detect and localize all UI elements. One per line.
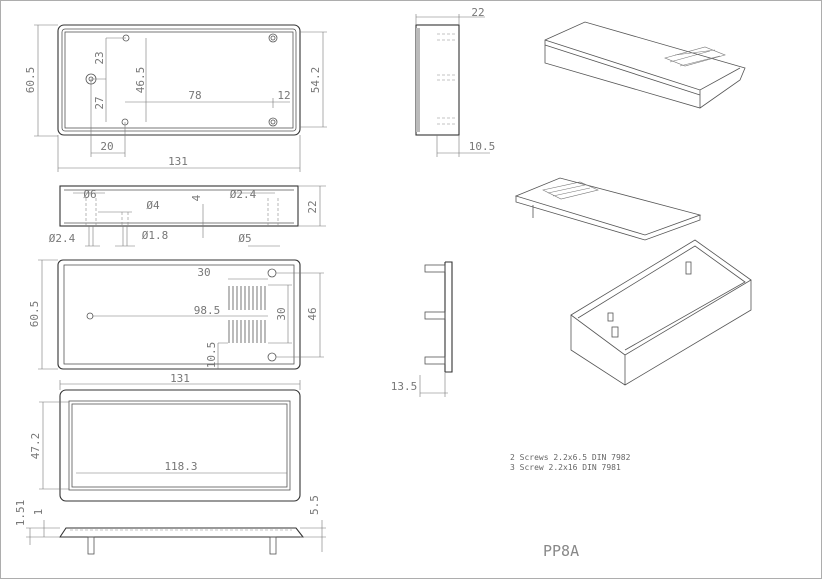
vent-slots [228,286,266,343]
dim-d6: Ø6 [83,188,96,201]
dim-d2-4: Ø2.4 [49,232,76,245]
dim-5-5: 5.5 [308,495,321,515]
dim-height: 60.5 [28,301,41,328]
dim-78: 78 [188,89,201,102]
dim-23: 23 [93,51,106,64]
dim-width: 131 [168,155,188,168]
dim-27: 27 [93,96,106,109]
dim-inner-height: 54.2 [309,67,322,94]
dim-height: 22 [306,200,319,213]
dim-inner-width: 118.3 [164,460,197,473]
dim-inner-height: 47.2 [29,433,42,460]
dim-1-51: 1.51 [14,500,27,527]
screw-note: 2 Screws 2.2x6.5 DIN 7982 [510,453,631,462]
dim-vent-height: 30 [275,307,288,320]
dim-d5: Ø5 [238,232,251,245]
dim-1: 1 [32,509,45,516]
dim-12: 12 [277,89,290,102]
dim-13-5: 13.5 [391,380,418,393]
dim-10-5: 10.5 [205,342,218,369]
dim-98-5: 98.5 [194,304,221,317]
dim-46: 46 [306,307,319,320]
dim-depth: 22 [471,6,484,19]
isometric-base [570,239,752,386]
isometric-lid [514,177,702,241]
front-view: 131 47.2 118.3 [29,372,301,502]
drawing-title: PP8A [543,542,579,560]
dim-width: 131 [170,372,190,385]
screw-hole-icon [85,33,278,127]
top-view: 60.5 54.2 131 20 23 27 46.5 78 12 [24,24,327,172]
lid-side-view: 1.51 1 5.5 [14,495,326,555]
dim-d2-4: Ø2.4 [230,188,257,201]
dim-d4: Ø4 [146,199,160,212]
dim-46-5: 46.5 [134,67,147,94]
dim-10-5: 10.5 [469,140,496,153]
isometric-closed-enclosure [544,21,746,109]
dim-d1-8: Ø1.8 [142,229,169,242]
dim-height: 60.5 [24,67,37,94]
side-view: 22 Ø6 Ø4 4 Ø2.4 Ø2.4 Ø1.8 Ø5 [49,185,326,247]
dim-4: 4 [190,194,203,201]
lid-end-view: 13.5 [391,261,453,397]
bottom-view: 60.5 30 98.5 30 46 10.5 [28,259,324,370]
screw-note: 3 Screw 2.2x16 DIN 7981 [510,463,621,472]
dim-vent-width: 30 [197,266,210,279]
dim-20: 20 [100,140,113,153]
end-view: 22 10.5 [415,6,496,157]
